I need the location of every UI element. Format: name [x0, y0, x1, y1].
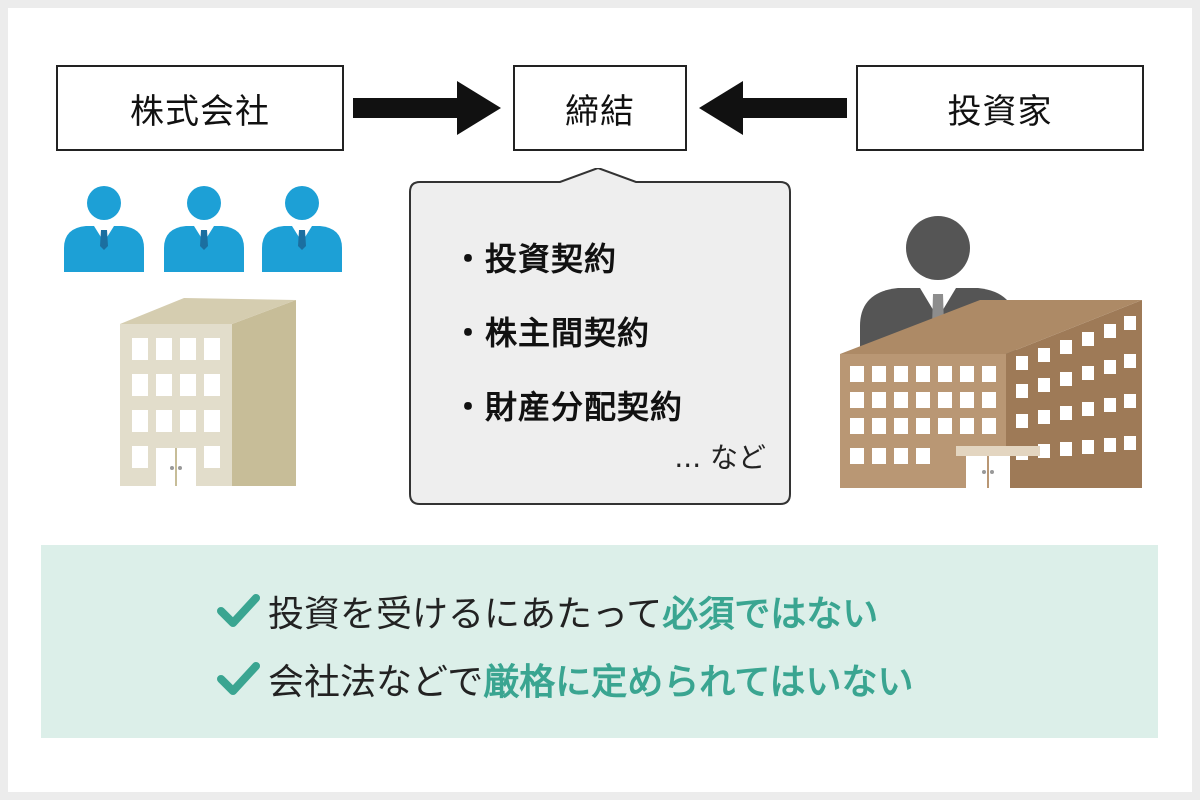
- bubble-shape: [409, 168, 791, 505]
- investor-label: 投資家: [947, 91, 1053, 132]
- arrow-right-icon: [353, 81, 501, 135]
- company-label: 株式会社: [130, 91, 270, 132]
- building-icon: [840, 300, 1142, 488]
- note-plain-text: 会社法などで: [268, 662, 484, 703]
- agreement-box: 締結: [513, 65, 687, 151]
- employees-group: [64, 186, 342, 272]
- contract-bubble: ・投資契約 ・株主間契約 ・財産分配契約 ... など: [408, 168, 792, 508]
- note-row: 投資を受けるにあたって 必須ではない: [216, 585, 878, 637]
- bubble-more: ... など: [674, 441, 766, 474]
- arrow-left-icon: [699, 81, 847, 135]
- note-plain-text: 投資を受けるにあたって: [268, 594, 663, 635]
- bubble-item-shareholders: ・株主間契約: [452, 314, 651, 352]
- notes-panel: 投資を受けるにあたって 必須ではない 会社法などで 厳格に定められてはいない: [41, 545, 1158, 738]
- note-highlight-text: 必須ではない: [662, 594, 879, 635]
- bubble-item-property: ・財産分配契約: [452, 388, 684, 426]
- note-row: 会社法などで 厳格に定められてはいない: [216, 653, 913, 705]
- check-icon: [217, 662, 260, 695]
- person-icon: [262, 186, 342, 272]
- agreement-label: 締結: [565, 91, 635, 132]
- note-highlight-text: 厳格に定められてはいない: [483, 662, 914, 703]
- diagram-canvas: 株式会社 締結 投資家 ・投資契約 ・株主間契約 ・財産分配契約 ... など: [8, 8, 1192, 792]
- investor-box: 投資家: [856, 65, 1144, 151]
- check-icon: [217, 594, 260, 627]
- person-icon: [64, 186, 144, 272]
- person-icon: [164, 186, 244, 272]
- bubble-item-investment: ・投資契約: [452, 240, 618, 278]
- building-icon: [120, 298, 296, 486]
- company-box: 株式会社: [56, 65, 344, 151]
